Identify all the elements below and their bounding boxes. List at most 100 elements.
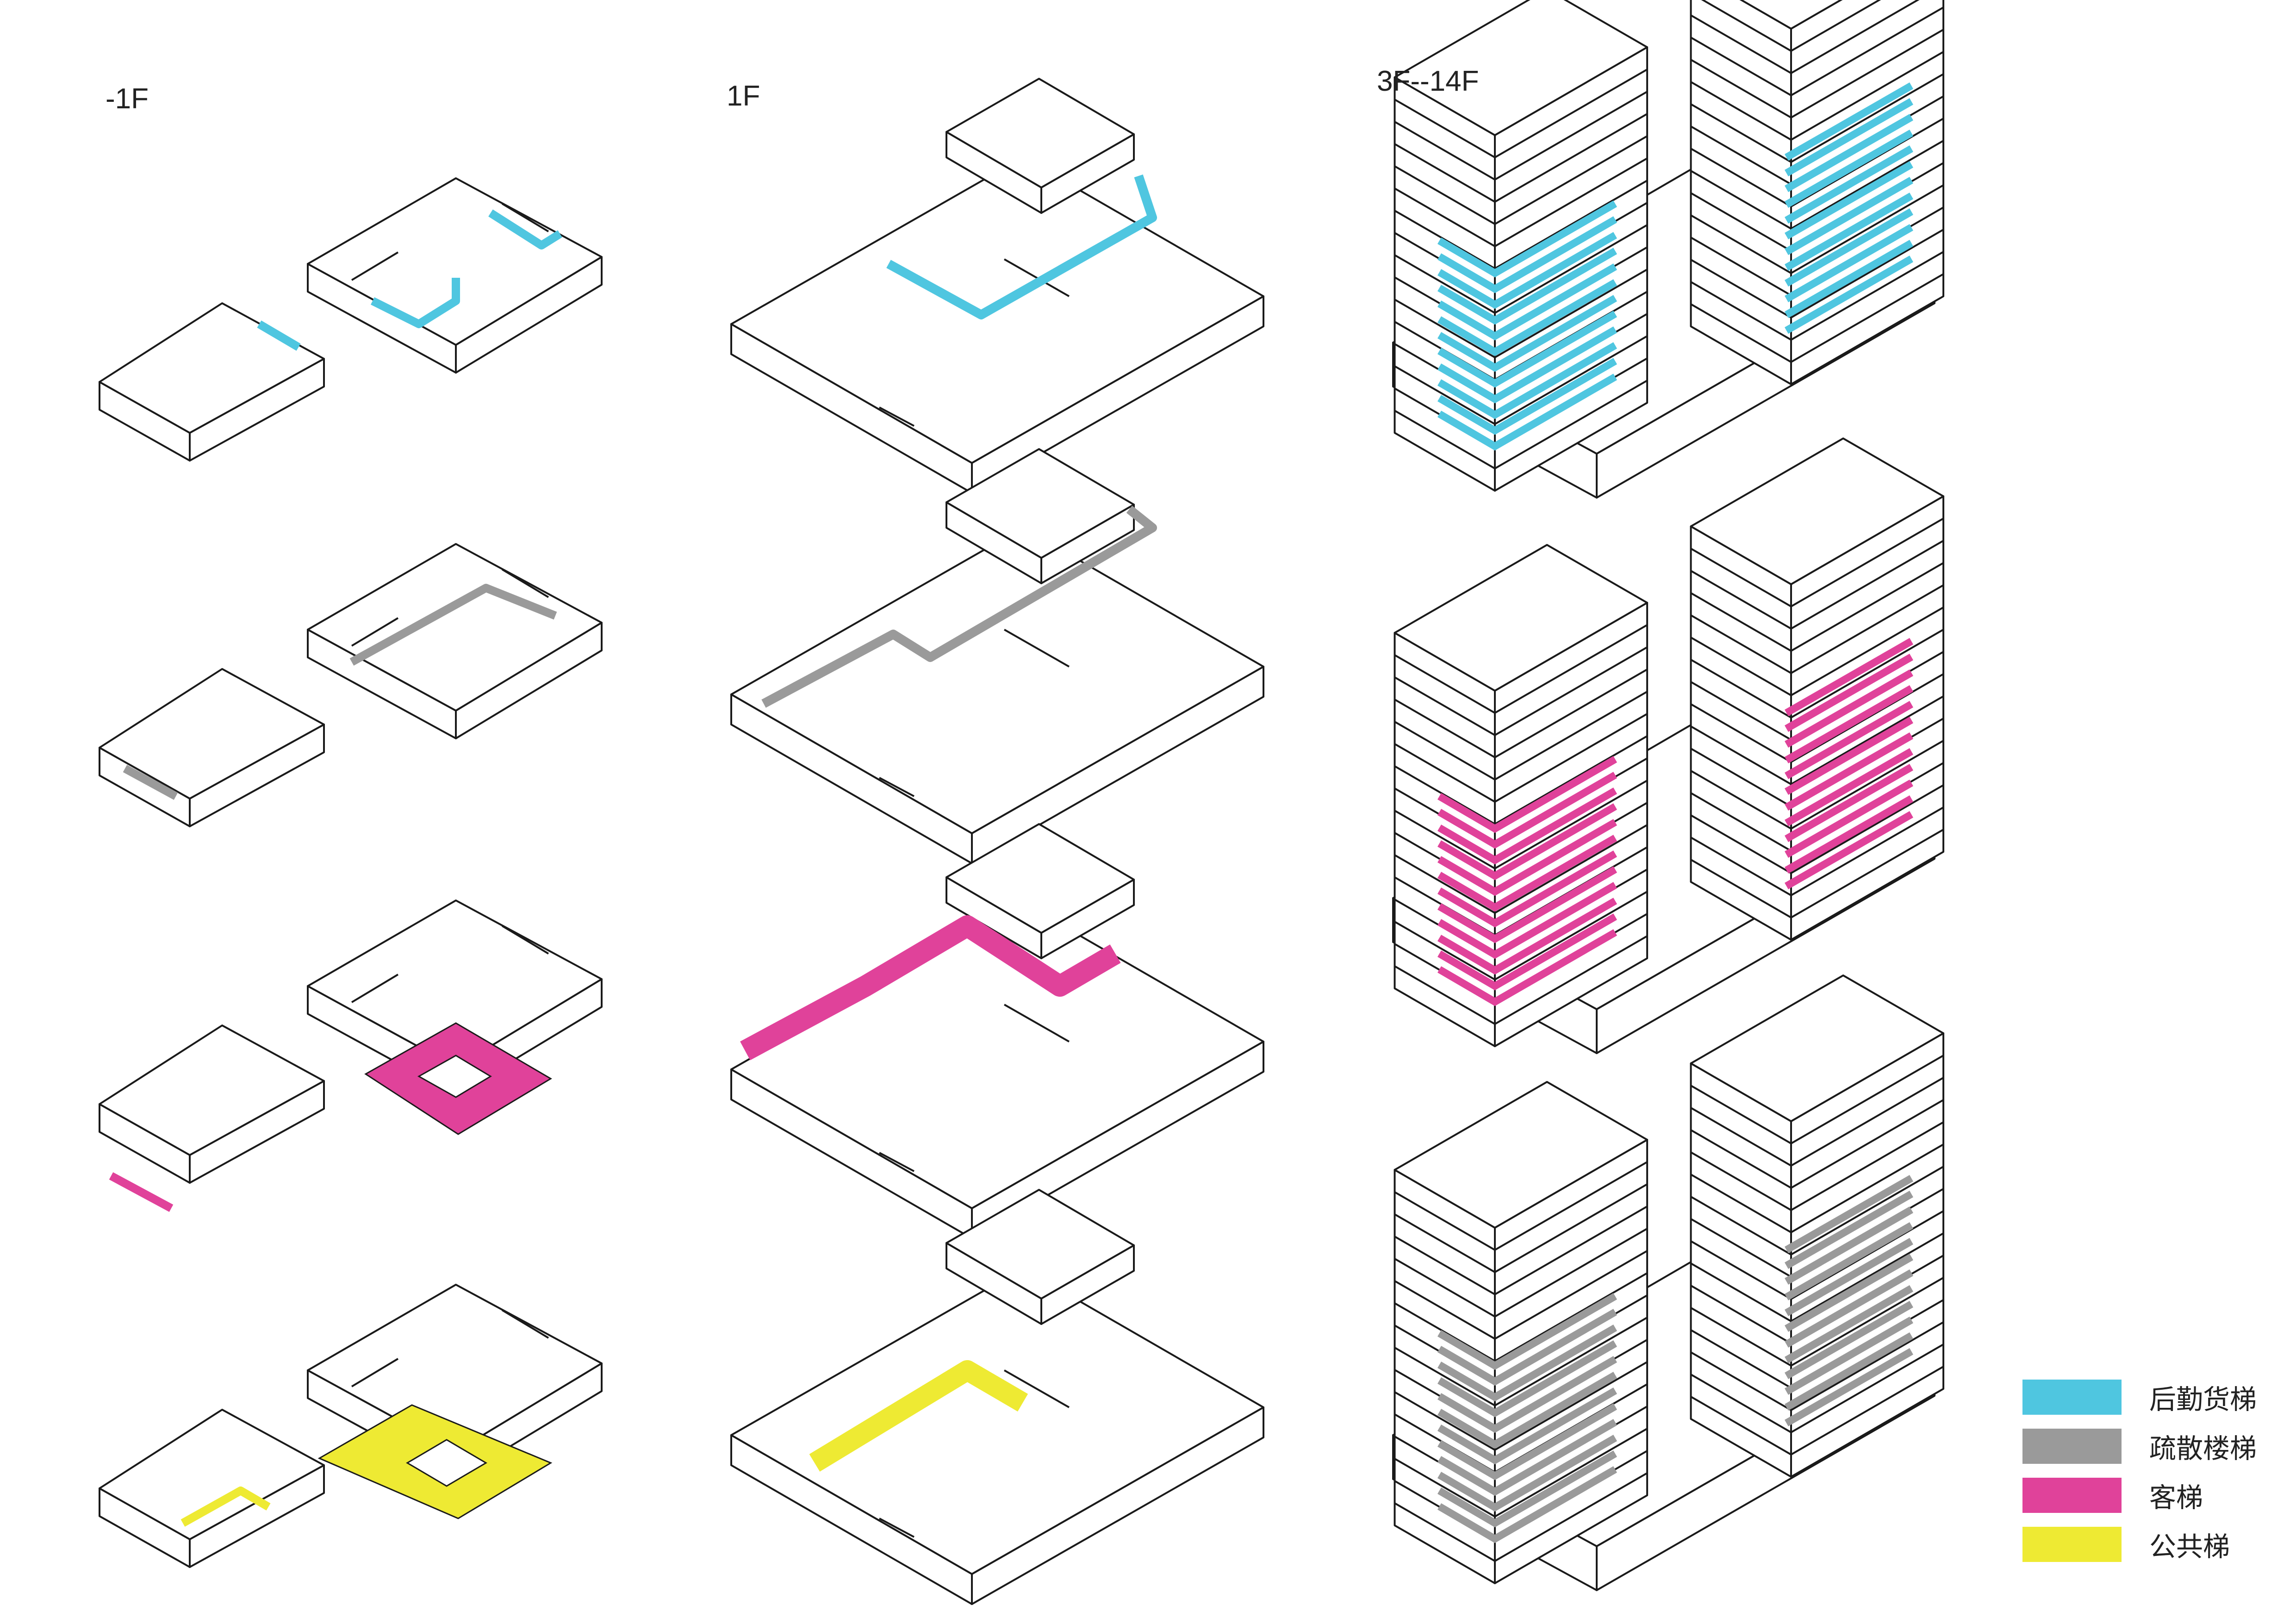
route-freight-basement: [370, 278, 460, 328]
tower-left-1-floor-r-1: [1494, 935, 1648, 1025]
tower-route-l-0-9: [1437, 342, 1617, 419]
tower-right-2-floor-l-3: [1690, 1351, 1792, 1411]
tower-left-2-floor-r-15: [1494, 1161, 1648, 1251]
tower-right-1-floor-l-12: [1690, 614, 1792, 674]
tower-left-1-floor-r-8: [1494, 780, 1648, 869]
tower-right-0-face-left: [1690, 0, 1792, 385]
tower-right-0-floor-l-7: [1690, 170, 1792, 230]
tower-route-r-0-10: [1785, 240, 1913, 318]
tower-right-1-floor-l-9: [1690, 681, 1792, 741]
tower-left-0-floor-r-15: [1494, 69, 1648, 158]
legend: 后勤货梯 疏散楼梯 客梯 公共梯: [2022, 1373, 2257, 1569]
tower-right-1-floor-r-12: [1790, 584, 1944, 674]
tower-right-1-floor-l-10: [1690, 659, 1792, 718]
ground-podium-1-top: [730, 527, 1264, 834]
basement-partition-b-2: [501, 925, 549, 955]
tower-route-l-1-11: [1437, 929, 1617, 1006]
tower-right-0-floor-l-1: [1690, 303, 1792, 363]
tower-right-1-floor-r-13: [1790, 562, 1944, 652]
tower-left-2-floor-r-8: [1494, 1317, 1648, 1406]
tower-route-r-0-8: [1785, 208, 1913, 287]
tower-route-r-1-4: [1785, 701, 1913, 779]
route-freight-basement-c: [257, 320, 301, 351]
label-tower-floors: 3F--14F: [1377, 65, 1479, 97]
tower-route-r-0-4: [1785, 145, 1913, 224]
tower-right-2-floor-l-15: [1690, 1085, 1792, 1144]
ground-void-2: [1004, 1004, 1070, 1043]
tower-left-2-floor-l-3: [1394, 1458, 1496, 1518]
tower-left-0-floor-l-13: [1394, 143, 1496, 203]
tower-left-1-floor-r-3: [1494, 891, 1648, 981]
tower-right-2-floor-r-7: [1790, 1232, 1944, 1322]
tower-right-2-floor-l-5: [1690, 1307, 1792, 1367]
route-public-basement-b: [180, 1487, 271, 1527]
tower-route-l-1-0: [1437, 756, 1617, 833]
tower-route-l-0-8: [1437, 326, 1617, 404]
tower-route-r-1-2: [1785, 669, 1913, 748]
tower-route-r-2-11: [1785, 1348, 1913, 1426]
tower-route-r-1-3: [1785, 685, 1913, 763]
tower-left-1-floor-l-14: [1394, 676, 1496, 736]
tower-right-2-floor-r-5: [1790, 1277, 1944, 1367]
tower-route-l-1-10: [1437, 913, 1617, 991]
tower-route-l-1-7: [1437, 866, 1617, 943]
tower-right-2-floor-l-9: [1690, 1218, 1792, 1278]
basement-partition-3: [351, 1358, 399, 1387]
legend-item-public: 公共梯: [2022, 1520, 2257, 1569]
tower-right-1-floor-l-7: [1690, 725, 1792, 785]
route-freight-basement-b: [488, 209, 562, 250]
tower-right-0-floor-r-11: [1790, 51, 1944, 141]
tower-right-2-floor-l-4: [1690, 1329, 1792, 1389]
tower-left-0-floor-r-11: [1494, 157, 1648, 247]
ground-notch-0: [879, 406, 915, 427]
tower-route-l-0-0: [1437, 200, 1617, 278]
tower-left-2-floor-l-8: [1394, 1347, 1496, 1406]
tower-left-0-floor-r-3: [1494, 335, 1648, 425]
basement-partition-b-3: [501, 1309, 549, 1339]
tower-route-l-0-6: [1437, 295, 1617, 372]
route-freight-ground: [886, 174, 1157, 319]
tower-right-1-floor-l-14: [1690, 570, 1792, 630]
tower-route-r-0-2: [1785, 114, 1913, 192]
tower-left-2-floor-l-10: [1394, 1302, 1496, 1362]
tower-left-2-floor-l-1: [1394, 1502, 1496, 1562]
tower-route-l-1-4: [1437, 819, 1617, 896]
tower-route-l-0-3: [1437, 248, 1617, 325]
route-evac-basement-b: [123, 765, 178, 800]
tower-route-l-2-6: [1437, 1387, 1617, 1465]
tower-left-1-floor-l-10: [1394, 765, 1496, 825]
tower-left-0-floor-r-6: [1494, 269, 1648, 358]
tower-left-0-floor-r-10: [1494, 180, 1648, 269]
ground-upper-3-top: [946, 1189, 1135, 1299]
tower-right-1-floor-l-15: [1690, 548, 1792, 607]
tower-right-2-floor-l-6: [1690, 1285, 1792, 1344]
tower-left-0-floor-r-13: [1494, 113, 1648, 203]
ground-notch-2: [879, 1152, 915, 1172]
tower-route-r-2-1: [1785, 1191, 1913, 1269]
tower-left-2-floor-r-6: [1494, 1361, 1648, 1451]
label-ground-floor: 1F: [727, 80, 760, 112]
tower-left-0-floor-l-1: [1394, 410, 1496, 469]
basement-small-3-top: [99, 1409, 325, 1540]
tower-right-2-floor-l-2: [1690, 1374, 1792, 1433]
tower-route-r-1-1: [1785, 654, 1913, 732]
tower-right-0-floor-l-9: [1690, 125, 1792, 185]
tower-route-r-2-3: [1785, 1222, 1913, 1300]
ground-void-0: [1004, 258, 1070, 297]
tower-right-0-floor-l-10: [1690, 103, 1792, 163]
tower-right-1-floor-l-1: [1690, 859, 1792, 918]
tower-route-l-2-7: [1437, 1403, 1617, 1480]
legend-swatch-public: [2022, 1527, 2122, 1562]
tower-route-r-2-10: [1785, 1332, 1913, 1411]
tower-route-r-2-7: [1785, 1285, 1913, 1363]
basement-large-1-top: [307, 543, 603, 712]
tower-route-r-0-1: [1785, 98, 1913, 176]
tower-left-2-floor-l-12: [1394, 1258, 1496, 1318]
tower-left-0-floor-l-10: [1394, 210, 1496, 269]
tower-left-1-floor-r-15: [1494, 624, 1648, 714]
route-passenger-basement-b: [109, 1172, 174, 1212]
tower-right-2-floor-l-11: [1690, 1174, 1792, 1233]
legend-label-public: 公共梯: [2149, 1531, 2230, 1562]
tower-right-0-floor-r-12: [1790, 29, 1944, 119]
tower-route-r-0-3: [1785, 130, 1913, 208]
